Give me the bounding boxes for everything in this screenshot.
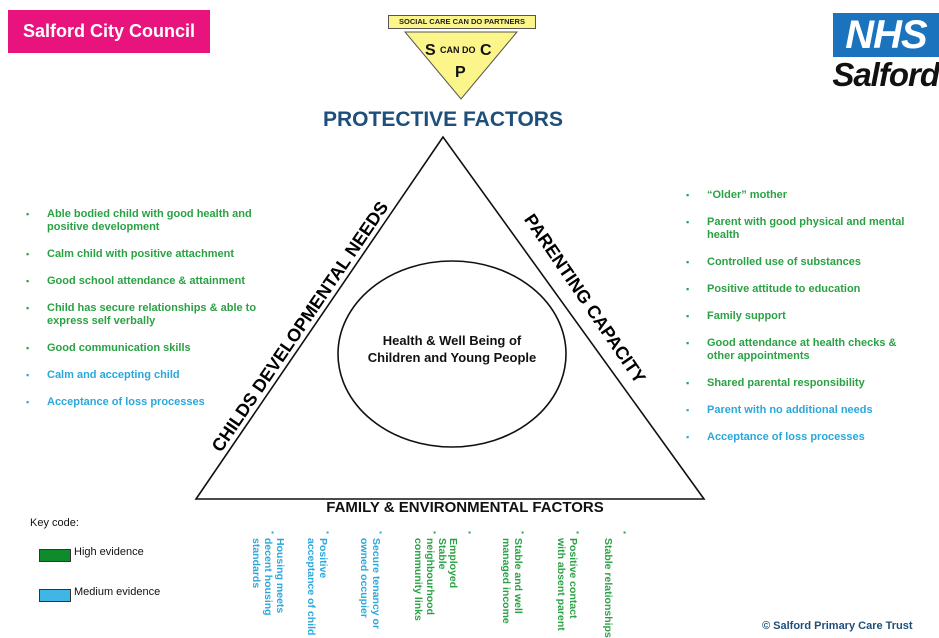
bottom-factor: ▪ Positive contact with absent parent — [555, 528, 600, 636]
centre-text: Health & Well Being of Children and Youn… — [367, 333, 537, 365]
copyright-text: © Salford Primary Care Trust — [762, 620, 913, 632]
bottom-factor: ▪ Stable relationships — [602, 528, 647, 638]
triangle-shape — [194, 135, 706, 500]
badge-can-do: CAN DO — [440, 45, 476, 55]
list-item: “Older” mother — [686, 189, 921, 202]
high-evidence-label: High evidence — [74, 546, 144, 558]
bottom-factor-text: Housing meets decent housing standards — [250, 538, 286, 616]
centre-circle — [337, 260, 567, 448]
medium-evidence-label: Medium evidence — [74, 586, 161, 598]
list-item: Positive attitude to education — [686, 283, 921, 296]
list-item: Calm child with positive attachment — [26, 248, 271, 261]
bullet-icon: ▪ — [433, 528, 436, 537]
bottom-factor-text: Positive contact with absent parent — [555, 538, 579, 631]
bottom-factor: ▪ Secure tenancy or owned occupier — [358, 528, 403, 636]
list-item: Calm and accepting child — [26, 369, 271, 382]
badge-c: C — [480, 42, 492, 59]
medium-evidence-swatch — [39, 589, 71, 602]
bottom-factor-text: Employed — [447, 538, 459, 589]
bottom-factor-text: Positive acceptance of child — [305, 538, 329, 636]
scandocp-badge: S CAN DO C P — [403, 31, 519, 100]
list-item: Parent with good physical and mental hea… — [686, 216, 921, 242]
list-item: Shared parental responsibility — [686, 377, 921, 390]
bottom-factor: ▪ Positive acceptance of child — [305, 528, 350, 636]
nhs-salford-text: Salford — [832, 56, 939, 93]
key-title: Key code: — [30, 517, 79, 529]
bottom-factor-text: Stable and well managed income — [500, 538, 524, 624]
bottom-factor: ▪ Housing meets decent housing standards — [250, 528, 295, 636]
bottom-factor-text: Stable relationships — [602, 538, 614, 638]
list-item: Family support — [686, 310, 921, 323]
bullet-icon: ▪ — [379, 528, 382, 537]
salford-city-council-logo: Salford City Council — [8, 10, 210, 53]
badge-s: S — [425, 42, 436, 59]
bottom-factor: ▪ Employed — [447, 528, 492, 636]
list-item: Child has secure relationships & able to… — [26, 302, 271, 328]
list-item: Good school attendance & attainment — [26, 275, 271, 288]
list-item: Controlled use of substances — [686, 256, 921, 269]
bottom-factor-text: Stable neighbourhood community links — [412, 538, 448, 621]
family-environmental-factors-label: FAMILY & ENVIRONMENTAL FACTORS — [326, 499, 604, 516]
bullet-icon: ▪ — [576, 528, 579, 537]
list-item: Good attendance at health checks & other… — [686, 337, 921, 363]
bullet-icon: ▪ — [623, 528, 626, 537]
list-item: Acceptance of loss processes — [686, 431, 921, 444]
nhs-logo: NHS — [833, 13, 939, 57]
parenting-capacity-factor-list: “Older” mother Parent with good physical… — [686, 189, 921, 444]
parenting-capacity-label: PARENTING CAPACITY — [520, 210, 649, 387]
bullet-icon: ▪ — [468, 528, 471, 537]
bottom-factor: ▪ Stable neighbourhood community links — [412, 528, 457, 636]
high-evidence-swatch — [39, 549, 71, 562]
badge-p: P — [455, 64, 466, 81]
childs-needs-factor-list: Able bodied child with good health and p… — [26, 208, 271, 409]
bullet-icon: ▪ — [521, 528, 524, 537]
bullet-icon: ▪ — [326, 528, 329, 537]
bullet-icon: ▪ — [271, 528, 274, 537]
partners-label: SOCIAL CARE CAN DO PARTNERS — [388, 15, 536, 29]
bottom-factor-text: Secure tenancy or owned occupier — [358, 538, 382, 630]
list-item: Good communication skills — [26, 342, 271, 355]
list-item: Able bodied child with good health and p… — [26, 208, 271, 234]
page-title: PROTECTIVE FACTORS — [323, 108, 563, 131]
list-item: Parent with no additional needs — [686, 404, 921, 417]
bottom-factor: ▪ Stable and well managed income — [500, 528, 545, 636]
list-item: Acceptance of loss processes — [26, 396, 271, 409]
